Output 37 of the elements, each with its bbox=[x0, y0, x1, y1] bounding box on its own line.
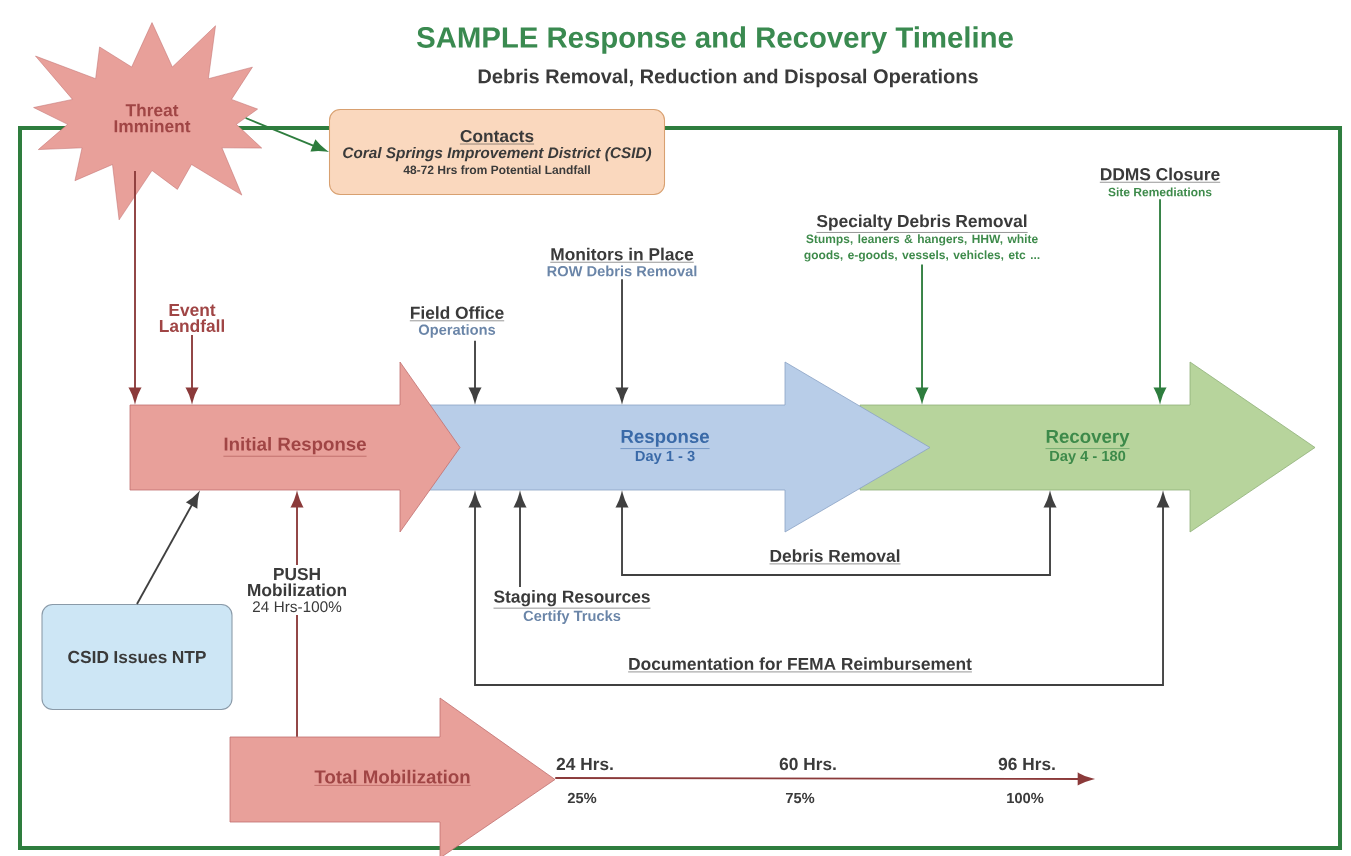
timeline-mark: 25% bbox=[567, 792, 597, 804]
timeline-mark: 96 Hrs. bbox=[998, 757, 1055, 771]
timeline-label: DDMS Closure Site Remediations bbox=[1099, 167, 1221, 197]
arrow bbox=[136, 492, 200, 605]
phase-band: Response Day 1 - 3 bbox=[399, 361, 931, 533]
arrow bbox=[469, 493, 1169, 686]
timeline-label: Specialty Debris Removal Stumps, leaners & hangers, HHW, white goods, e-goods, vessels, vehicles, etc ... bbox=[804, 214, 1040, 262]
edge-label: Documentation for FEMA Reimbursement bbox=[626, 656, 974, 675]
timeline-mark: 75% bbox=[785, 792, 815, 804]
timeline-label: Staging Resources Certify Trucks bbox=[493, 590, 651, 624]
timeline-mark: 60 Hrs. bbox=[779, 757, 836, 771]
subtitle: Debris Removal, Reduction and Disposal Operations bbox=[478, 68, 978, 88]
arrow bbox=[244, 117, 327, 152]
arrow bbox=[186, 334, 198, 402]
edge-label: Debris Removal bbox=[768, 548, 902, 567]
timeline-label: Monitors in Place ROW Debris Removal bbox=[547, 247, 697, 277]
timeline-mark: 24 Hrs. bbox=[556, 757, 613, 771]
rounded-box: CSID Issues NTP bbox=[41, 603, 233, 711]
timeline-label: Field Office Operations bbox=[409, 306, 505, 338]
title: SAMPLE Response and Recovery Timeline bbox=[417, 26, 1013, 54]
arrow bbox=[554, 773, 1093, 785]
arrow bbox=[1154, 198, 1166, 402]
phase-band: Total Mobilization bbox=[229, 697, 556, 856]
starburst: Threat Imminent bbox=[33, 22, 262, 221]
timeline-label: PUSH Mobilization 24 Hrs-100% bbox=[248, 567, 346, 613]
arrow bbox=[616, 278, 628, 402]
arrow bbox=[916, 263, 928, 402]
arrow bbox=[291, 493, 303, 566]
phase-band: Initial Response bbox=[129, 361, 461, 533]
arrow bbox=[514, 493, 526, 589]
rounded-box: Contacts Coral Springs Improvement District (CSID) 48-72 Hrs from Potential Landfall bbox=[328, 108, 666, 196]
arrow bbox=[129, 170, 141, 402]
timeline-mark: 100% bbox=[1007, 792, 1044, 804]
arrow bbox=[469, 339, 481, 402]
arrow bbox=[616, 493, 1056, 576]
phase-band: Recovery Day 4 - 180 bbox=[859, 361, 1316, 533]
timeline-label: Event Landfall bbox=[159, 303, 224, 333]
